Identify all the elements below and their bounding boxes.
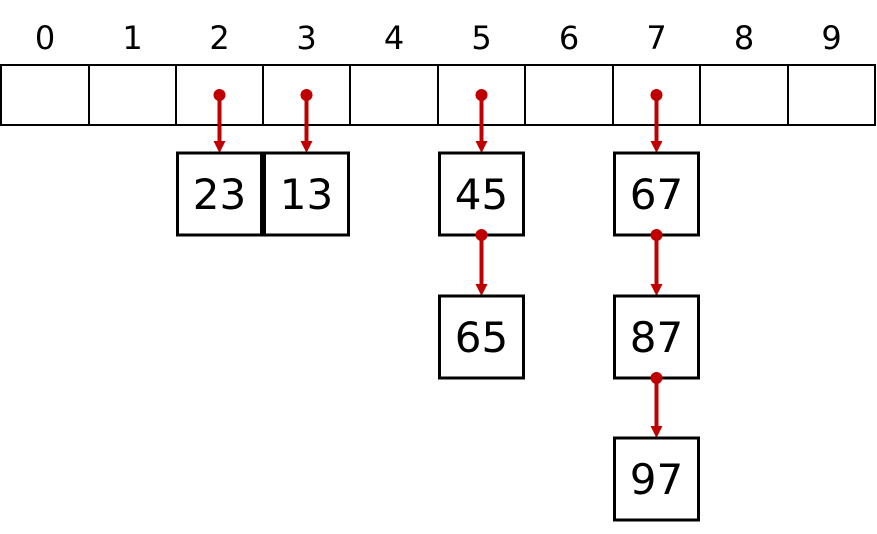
index-label-6: 6	[559, 19, 579, 57]
arrowhead	[475, 284, 488, 296]
index-label-7: 7	[646, 19, 666, 57]
list-node-65: 65	[438, 294, 525, 380]
list-node-23: 23	[176, 151, 263, 237]
arrowhead	[213, 141, 226, 153]
node-value: 67	[630, 170, 683, 219]
arrowhead	[300, 141, 313, 153]
arrowhead	[650, 426, 663, 438]
node-box	[613, 436, 700, 522]
list-node-97: 97	[613, 436, 700, 522]
bucket-7-head-pointer	[650, 89, 663, 153]
node-box	[176, 151, 263, 237]
bucket-3-head-pointer	[300, 89, 313, 153]
index-label-5: 5	[471, 19, 491, 57]
node-value: 87	[630, 313, 683, 362]
arrowhead	[650, 141, 663, 153]
bucket-2-head-pointer	[213, 89, 226, 153]
node-45-next-pointer	[475, 229, 488, 296]
arrowhead	[475, 141, 488, 153]
table-cell-4	[349, 64, 439, 126]
list-node-67: 67	[613, 151, 700, 237]
index-label-2: 2	[209, 19, 229, 57]
list-node-13: 13	[263, 151, 350, 237]
node-value: 65	[455, 313, 508, 362]
list-node-87: 87	[613, 294, 700, 380]
table-cell-6	[524, 64, 614, 126]
node-box	[438, 151, 525, 237]
table-cell-1	[88, 64, 177, 126]
node-value: 13	[280, 170, 333, 219]
index-label-1: 1	[122, 19, 142, 57]
index-labels: 0 1 2 3 4 5 6 7 8 9	[35, 19, 842, 57]
index-label-9: 9	[821, 19, 841, 57]
bucket-chains: 23 13 45 65 67 87 97	[176, 89, 700, 522]
node-value: 23	[193, 170, 246, 219]
node-value: 97	[630, 455, 683, 504]
index-label-0: 0	[35, 19, 55, 57]
index-label-8: 8	[734, 19, 754, 57]
table-cell-9	[787, 64, 876, 126]
table-cell-0	[0, 64, 90, 126]
node-box	[263, 151, 350, 237]
node-67-next-pointer	[650, 229, 663, 296]
list-node-45: 45	[438, 151, 525, 237]
node-value: 45	[455, 170, 508, 219]
node-box	[438, 294, 525, 380]
hash-table-array	[0, 64, 876, 126]
index-label-3: 3	[296, 19, 316, 57]
index-label-4: 4	[384, 19, 404, 57]
table-cell-8	[699, 64, 789, 126]
arrowhead	[650, 284, 663, 296]
node-87-next-pointer	[650, 372, 663, 438]
bucket-5-head-pointer	[475, 89, 488, 153]
